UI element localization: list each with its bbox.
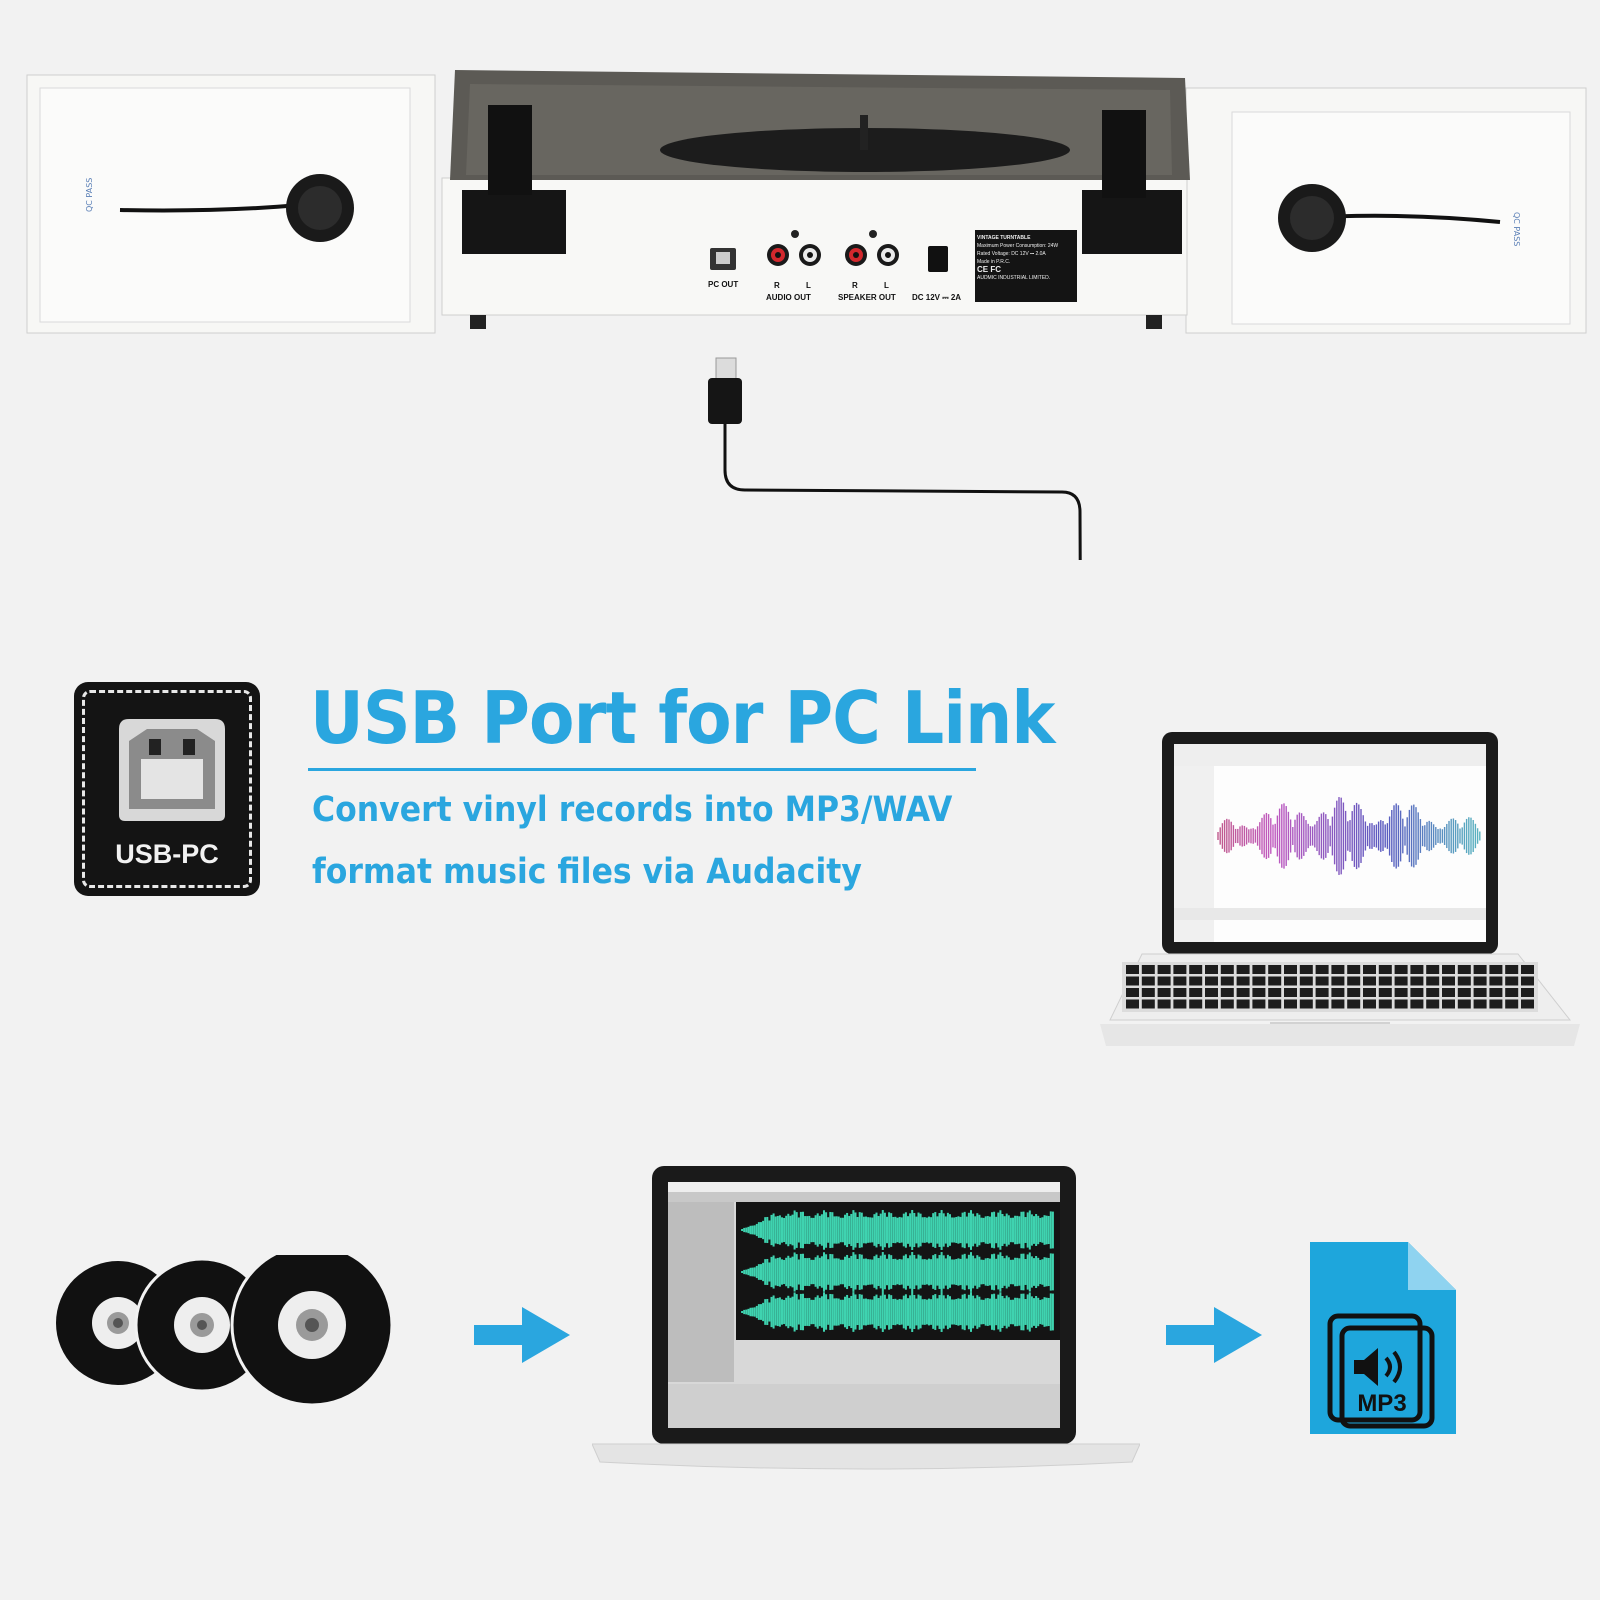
speaker-icon [1354,1348,1402,1386]
rating-voltage: Rated Voltage: DC 12V ⎓ 2.0A [977,251,1046,257]
vinyl-records [56,1255,394,1405]
rating-marks: CE FC [977,265,1001,274]
usb-pc-label: USB-PC [115,839,219,869]
usb-b-port-icon [119,719,225,821]
laptop-audacity [1100,732,1580,1046]
mp3-label: MP3 [1357,1390,1407,1417]
turntable-scene: QC PASS QC PASS [26,70,1587,560]
right-speaker: QC PASS [1185,87,1587,334]
rating-title: VINTAGE TURNTABLE [977,235,1031,241]
headline: USB Port for PC Link [310,676,1055,760]
label-dc-in: DC 12V ⎓ 2A [912,293,962,302]
rating-maker: AUDMIC INDUSTRIAL LIMITED. [977,275,1051,281]
turntable-body [441,70,1190,329]
label-l-audio: L [806,281,811,290]
svg-text:QC PASS: QC PASS [85,178,94,212]
arrow-right-icon [1166,1307,1262,1363]
rating-origin: Made in P.R.C. [977,259,1011,265]
headline-underline [308,768,976,771]
file-shape [1310,1242,1456,1434]
waveform [1217,797,1481,875]
arrow-right-icon [474,1307,570,1363]
label-r-audio: R [774,281,780,290]
label-pc-out: PC OUT [708,280,739,289]
vinyl-record-icon [134,1257,270,1393]
label-l-speaker: L [884,281,889,290]
usb-cable [708,357,1082,560]
usb-pc-badge: USB-PC [74,682,260,896]
mp3-file-icon: MP3 [1308,1240,1458,1436]
laptop-wave-editor [592,1166,1140,1470]
label-audio-out: AUDIO OUT [766,293,811,302]
vinyl-record-icon [230,1255,394,1405]
left-speaker: QC PASS [26,74,436,334]
subline-1: Convert vinyl records into MP3/WAV [312,790,953,830]
label-speaker-out: SPEAKER OUT [838,293,896,302]
svg-text:QC PASS: QC PASS [1512,212,1521,246]
label-r-speaker: R [852,281,858,290]
subline-2: format music files via Audacity [312,852,862,892]
keyboard [1126,965,1534,1009]
waveform [741,1210,1054,1332]
rating-power: Maximum Power Consumption: 24W [977,243,1059,249]
rating-plate: VINTAGE TURNTABLE Maximum Power Consumpt… [977,234,1075,282]
